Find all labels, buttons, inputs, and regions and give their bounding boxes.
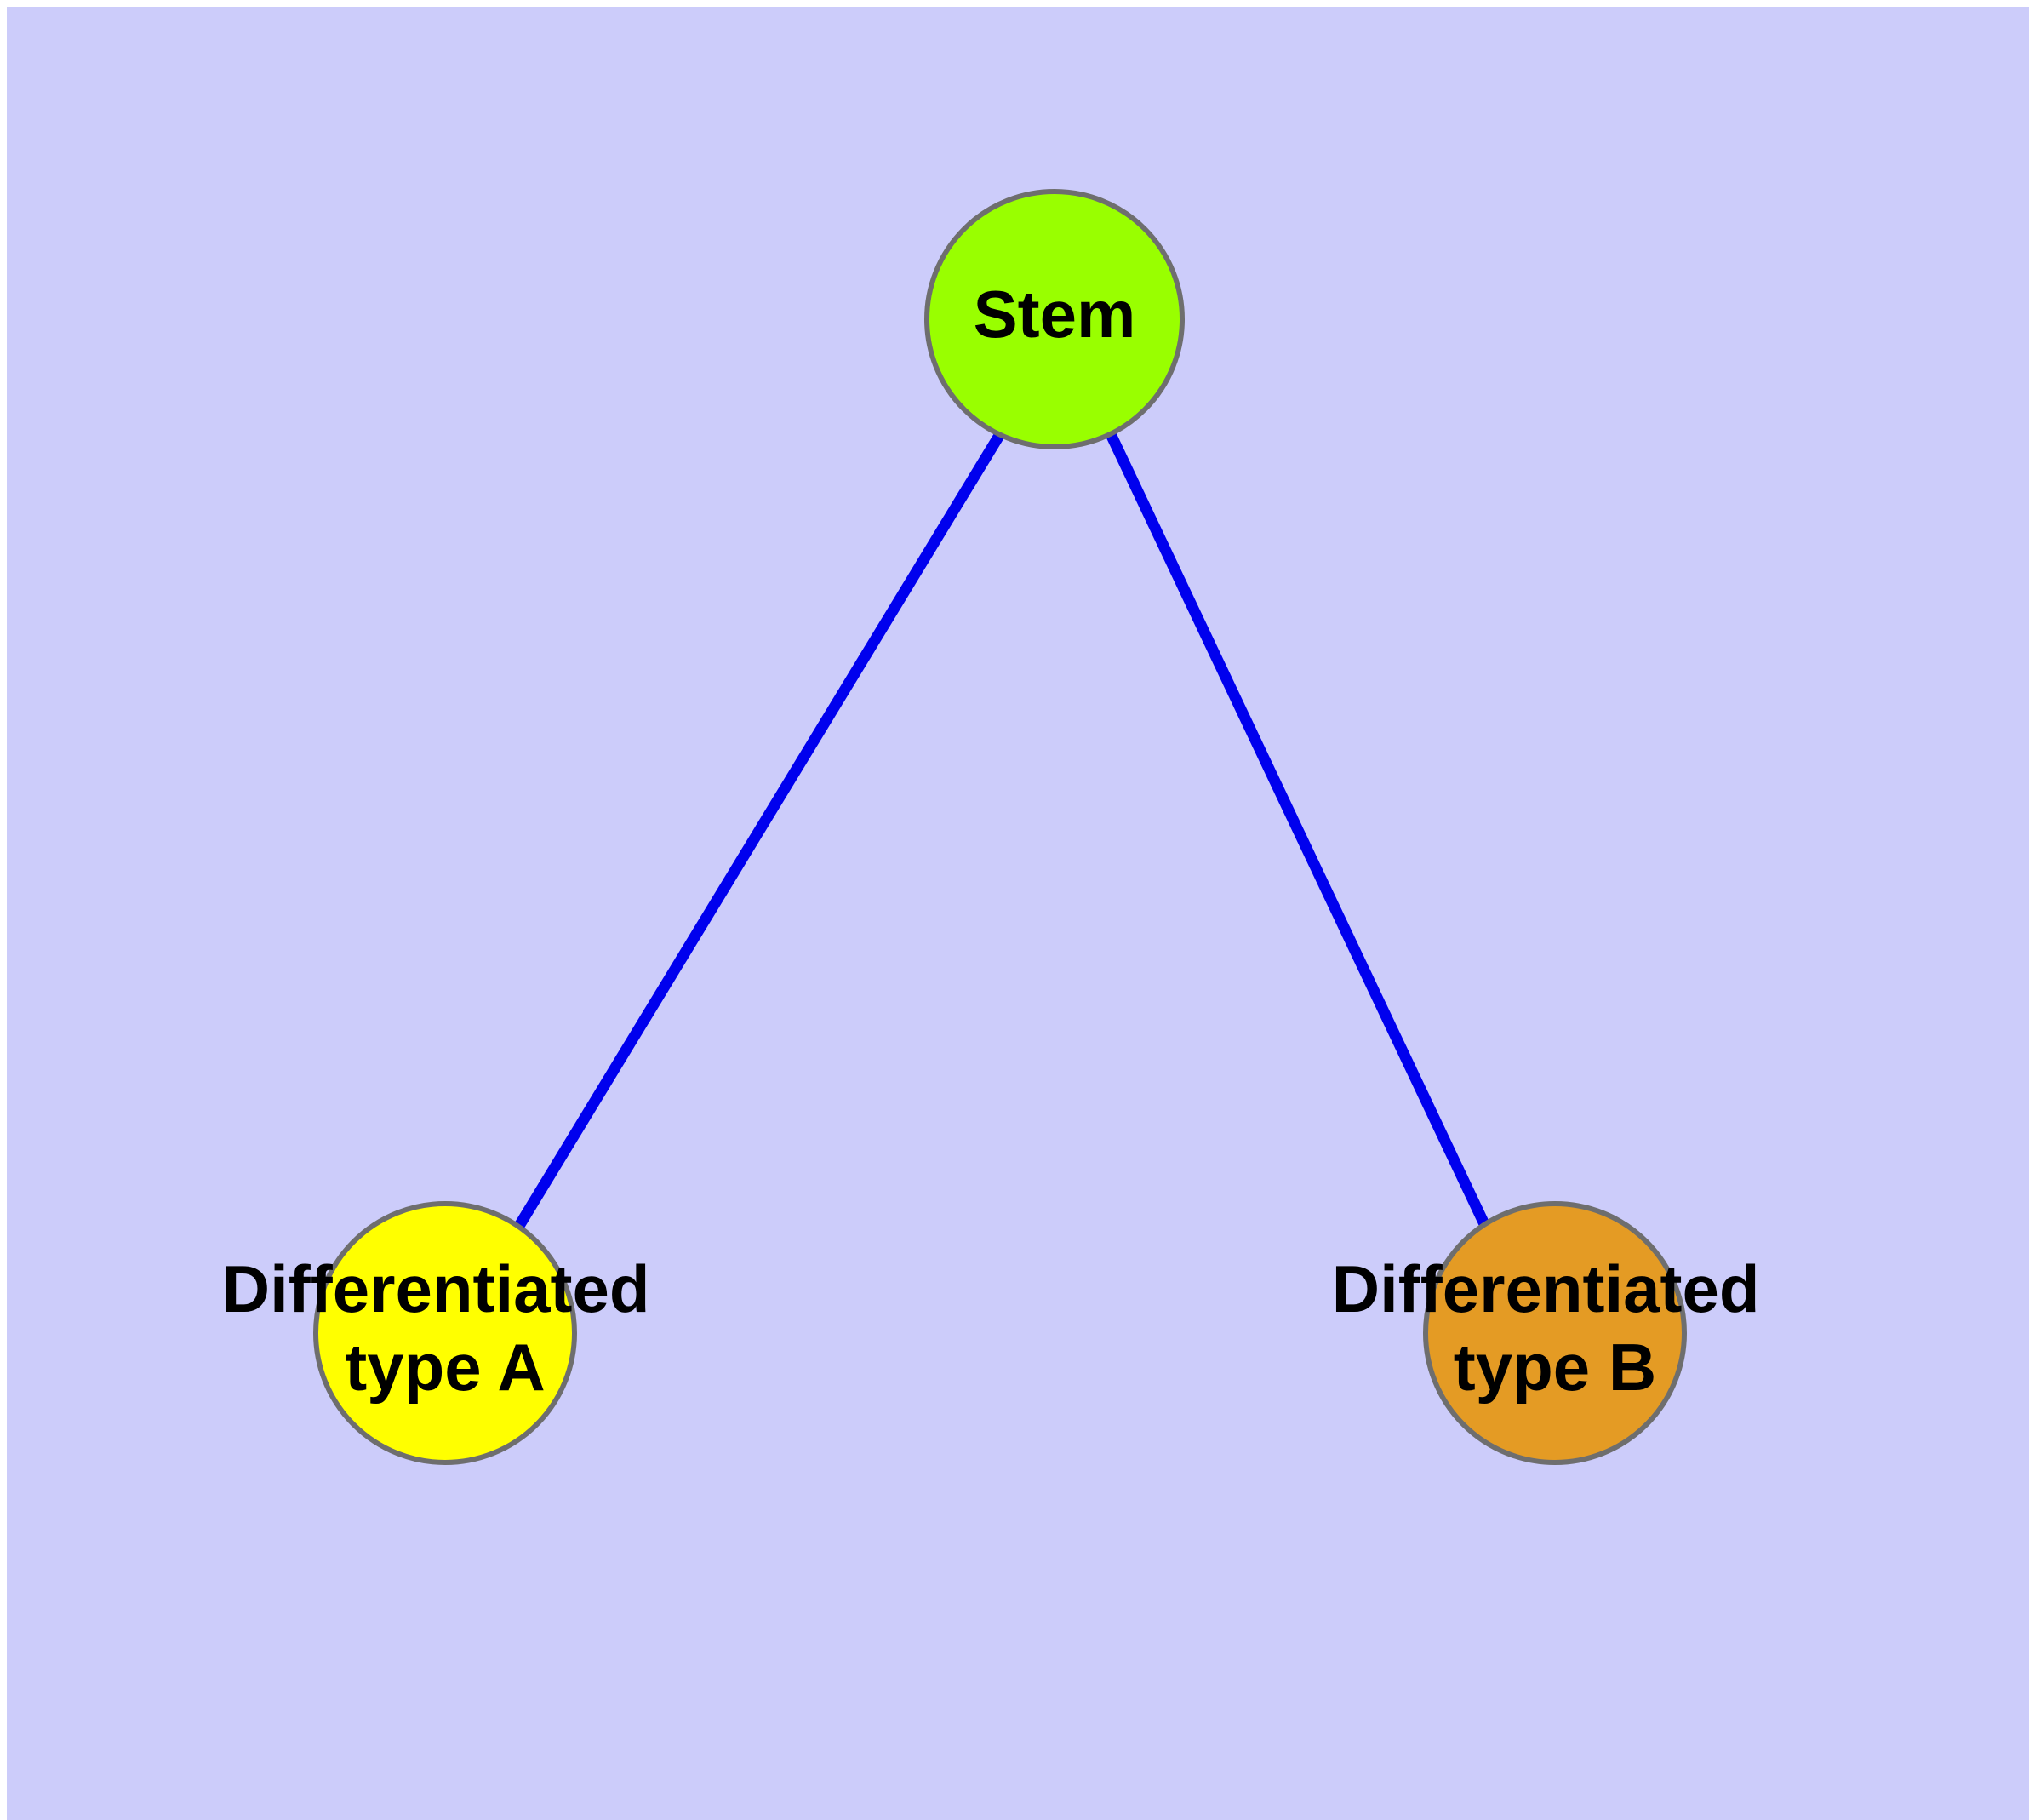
cell-differentiation-graph: Stem Differentiated type A Differentiate…: [222, 189, 1778, 1465]
node-differentiated-type-b[interactable]: [1423, 1201, 1687, 1465]
diagram-plot-area: Stem Differentiated type A Differentiate…: [7, 7, 2029, 1820]
node-differentiated-type-b-circle[interactable]: [1423, 1201, 1687, 1465]
node-layer: [313, 189, 1687, 1465]
edge-layer: [514, 431, 1490, 1229]
node-differentiated-type-b-label: Differentiated type B: [1332, 1251, 1778, 1405]
node-differentiated-type-a[interactable]: [313, 1201, 577, 1465]
node-differentiated-type-a-label: Differentiated type A: [222, 1251, 668, 1405]
node-stem-label: Stem: [974, 277, 1136, 352]
node-differentiated-type-b-label-line-2: type B: [1454, 1330, 1656, 1405]
edge-stem-to-differentiated-type-a[interactable]: [514, 431, 1005, 1229]
label-layer: Stem Differentiated type A Differentiate…: [222, 277, 1778, 1405]
node-differentiated-type-a-label-line-2: type A: [345, 1330, 546, 1405]
node-stem-circle[interactable]: [924, 189, 1185, 449]
edge-stem-to-differentiated-type-b[interactable]: [1106, 432, 1490, 1228]
node-differentiated-type-a-label-line-1: Differentiated: [222, 1251, 650, 1326]
node-stem[interactable]: [924, 189, 1185, 449]
node-differentiated-type-b-label-line-1: Differentiated: [1332, 1251, 1760, 1326]
node-differentiated-type-a-circle[interactable]: [313, 1201, 577, 1465]
node-stem-label-line-1: Stem: [974, 277, 1136, 352]
